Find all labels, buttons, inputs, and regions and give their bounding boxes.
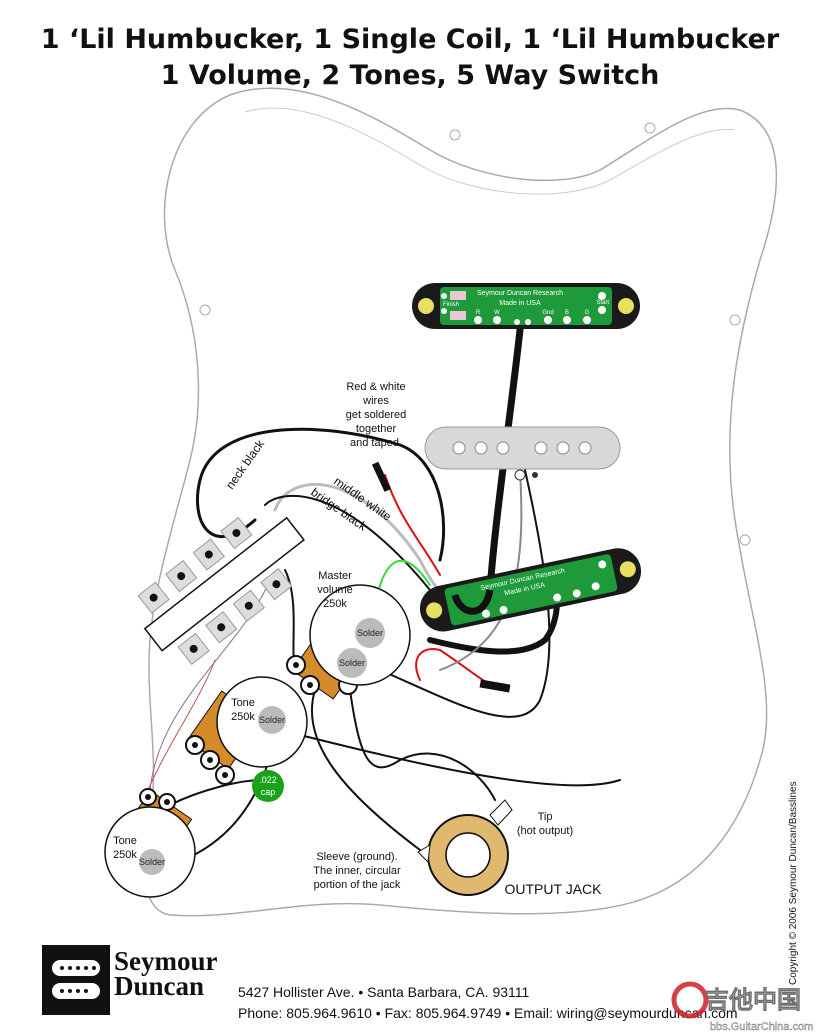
single-coil-black-wire <box>379 469 551 718</box>
svg-text:Red & white: Red & white <box>346 381 405 393</box>
single-coil-white-wire <box>439 469 523 671</box>
pad-label-start: Start <box>596 300 609 306</box>
screw-hole <box>739 534 751 546</box>
tone-wire <box>279 729 621 787</box>
taped-wire-end <box>479 679 511 693</box>
pickguard-inner-line <box>244 107 736 195</box>
output-jack-label: OUTPUT JACK <box>505 881 603 897</box>
footer-address: 5427 Hollister Ave. • Santa Barbara, CA.… <box>238 984 530 1000</box>
tip-label: Tip (hot output) <box>517 811 573 837</box>
pickguard-outline <box>143 87 778 917</box>
bridge-black-wire <box>264 494 431 591</box>
title-line-1: 1 ‘Lil Humbucker, 1 Single Coil, 1 ‘Lil … <box>41 24 780 55</box>
output-jack[interactable] <box>417 799 513 896</box>
copyright: Copyright © 2006 Seymour Duncan/Bassline… <box>788 781 799 985</box>
vol-to-jack-wire <box>349 689 496 801</box>
master-volume-pot[interactable]: Solder Solder <box>286 584 411 700</box>
svg-text:.022: .022 <box>259 775 277 785</box>
volume-solder-label-1: Solder <box>357 628 383 638</box>
svg-text:(hot output): (hot output) <box>517 825 573 837</box>
tone-pot-1[interactable]: Solder Tone 250k <box>185 676 308 785</box>
pad-label-finish: Finish <box>443 302 459 308</box>
volume-solder-label-2: Solder <box>339 658 365 668</box>
seymour-duncan-logo: Seymour Duncan <box>42 945 218 1015</box>
neck-black-wire <box>195 427 446 562</box>
svg-text:The inner, circular: The inner, circular <box>313 865 401 877</box>
tone1-label: Tone <box>231 697 255 709</box>
cap-wire <box>169 779 263 806</box>
svg-text:portion of the jack: portion of the jack <box>314 879 401 891</box>
svg-text:Master: Master <box>318 570 352 582</box>
svg-text:cap: cap <box>261 787 276 797</box>
screw-hole <box>199 304 211 316</box>
ground-to-jack-wire <box>310 689 421 851</box>
middle-single-coil[interactable] <box>424 426 621 481</box>
svg-text:Duncan: Duncan <box>114 971 204 1001</box>
tone-pot-2[interactable]: Solder Tone 250k <box>104 788 196 898</box>
guitarchina-watermark: 吉他中国 bbs.GuitarChina.com <box>671 981 814 1033</box>
footer-contact: Phone: 805.964.9610 • Fax: 805.964.9749 … <box>238 1005 738 1021</box>
neck-black-wire-over <box>451 589 494 615</box>
tone2-solder-label: Solder <box>139 857 165 867</box>
pad-label-w: W <box>494 310 500 316</box>
svg-text:and taped.: and taped. <box>350 437 402 449</box>
neck-signal-wire <box>451 326 524 615</box>
svg-text:Tip: Tip <box>538 811 553 823</box>
neck-board-origin: Made in USA <box>499 300 541 307</box>
capacitor: .022 cap <box>252 770 284 802</box>
svg-text:wires: wires <box>362 395 389 407</box>
switch-red-wire <box>147 659 216 791</box>
svg-text:bbs.GuitarChina.com: bbs.GuitarChina.com <box>710 1021 813 1033</box>
svg-text:Seymour: Seymour <box>114 946 218 976</box>
screw-hole <box>644 122 656 134</box>
screw-hole <box>449 129 461 141</box>
neck-humbucker[interactable]: Seymour Duncan Research Made in USA Fini… <box>412 283 640 329</box>
svg-text:get soldered: get soldered <box>346 409 407 421</box>
tone1-solder-label: Solder <box>259 715 285 725</box>
pad-label-gnd: Gnd <box>542 310 553 316</box>
sleeve-label: Sleeve (ground). The inner, circular por… <box>313 851 401 891</box>
tone1-value: 250k <box>231 711 255 723</box>
five-way-switch[interactable] <box>126 494 321 673</box>
bridge-humbucker[interactable]: Seymour Duncan Research Made in USA <box>416 544 646 636</box>
tone2-value: 250k <box>113 849 137 861</box>
pad-label-b: B <box>565 310 569 316</box>
svg-text:吉他中国: 吉他中国 <box>705 986 801 1014</box>
pad-label-r: R <box>476 310 481 316</box>
svg-text:volume: volume <box>317 584 352 596</box>
master-volume-label: Master volume 250k <box>317 570 352 610</box>
title-line-2: 1 Volume, 2 Tones, 5 Way Switch <box>161 60 660 91</box>
neck-board-brand: Seymour Duncan Research <box>477 290 563 297</box>
pad-label-g: G <box>585 310 590 316</box>
screw-hole <box>729 314 741 326</box>
red-white-note: Red & white wires get soldered together … <box>346 381 407 449</box>
svg-text:250k: 250k <box>323 598 347 610</box>
tone2-label: Tone <box>113 835 137 847</box>
svg-text:together: together <box>356 423 397 435</box>
svg-text:Sleeve (ground).: Sleeve (ground). <box>316 851 397 863</box>
taped-wire-end <box>371 461 391 492</box>
